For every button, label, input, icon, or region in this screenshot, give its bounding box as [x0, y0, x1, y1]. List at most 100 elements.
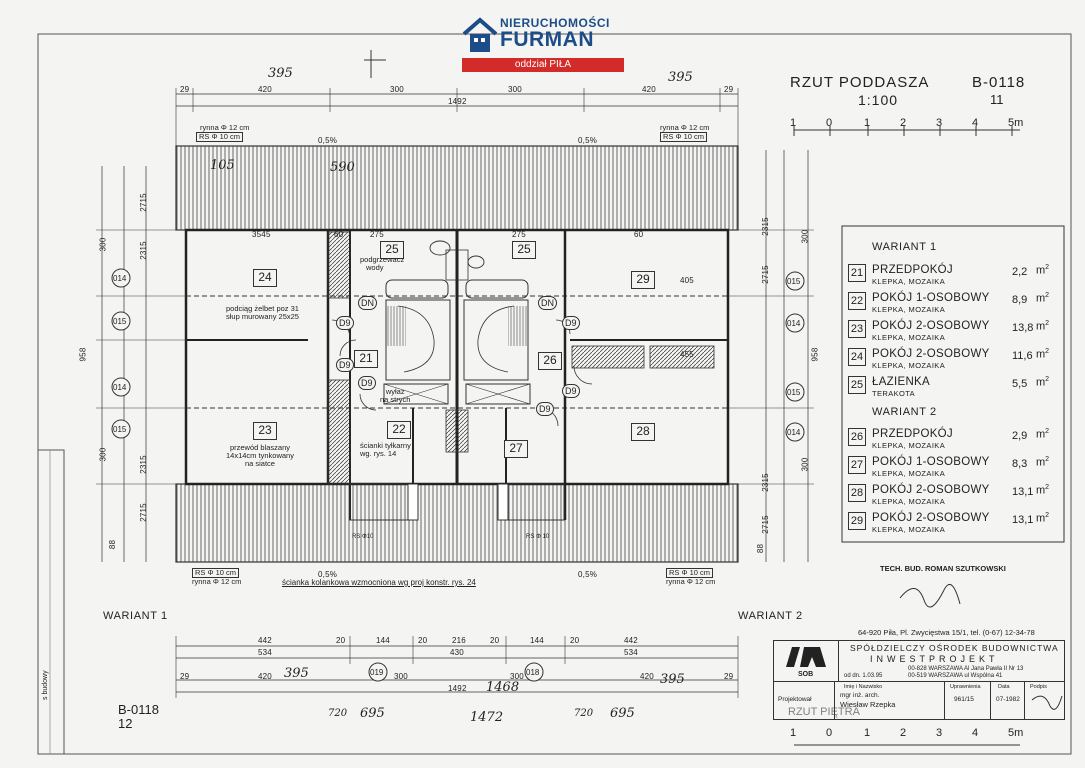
legend-row: 22 POKÓJ 1-OSOBOWY KLEPKA, MOZAIKA 8,9 m… — [848, 292, 1058, 320]
axis-label: 015 — [787, 388, 801, 397]
dim-label: 958 — [810, 347, 820, 362]
dim-label: 20 — [418, 636, 428, 645]
room-number: 28 — [848, 484, 866, 502]
room-label: 27 — [504, 440, 528, 458]
brand-logo: NIERUCHOMOŚCI FURMAN oddział PIŁA — [462, 14, 626, 72]
scale-label: 1 — [864, 727, 871, 739]
scale-label: 1 — [790, 117, 797, 129]
dim-label: 405 — [680, 276, 694, 285]
author-license: 961/15 — [954, 696, 974, 703]
room-name: POKÓJ 2-OSOBOWY — [872, 348, 990, 360]
header-signature: Podpis — [1030, 684, 1047, 690]
room-area: 13,8 — [1012, 322, 1034, 334]
dim-label: 29 — [180, 85, 190, 94]
bottom-overlap-title: RZUT PIĘTRA — [788, 706, 860, 718]
bottom-code: B-0118 — [118, 702, 159, 717]
scale-label: 4 — [972, 117, 979, 129]
scale-label: 0 — [826, 727, 833, 739]
room-number: 22 — [848, 292, 866, 310]
room-name: ŁAZIENKA — [872, 376, 931, 388]
dim-label: 275 — [370, 230, 384, 239]
room-finish: KLEPKA, MOZAIKA — [872, 497, 946, 506]
room-area: 8,3 — [1012, 458, 1028, 470]
legend-variant2-title: WARIANT 2 — [872, 406, 937, 418]
dim-label: 1492 — [448, 97, 467, 106]
dim-label: 300 — [390, 85, 404, 94]
dim-label: 20 — [490, 636, 500, 645]
room-area: 5,5 — [1012, 378, 1028, 390]
area-unit: m2 — [1036, 484, 1050, 497]
axis-label: 014 — [787, 319, 801, 328]
legend-variant1-title: WARIANT 1 — [872, 241, 937, 253]
scale-label: 5m — [1008, 117, 1024, 129]
slope-label: 0,5% — [318, 136, 338, 145]
room-name: POKÓJ 2-OSOBOWY — [872, 484, 990, 496]
dim-label: 2315 — [138, 455, 148, 474]
area-unit: m2 — [1036, 456, 1050, 469]
area-unit: m2 — [1036, 264, 1050, 277]
dim-label: 2315 — [138, 241, 148, 260]
room-label: 24 — [253, 269, 277, 287]
axis-label: 014 — [787, 428, 801, 437]
logo-top-text: NIERUCHOMOŚCI — [500, 16, 610, 30]
room-label: 21 — [354, 350, 378, 368]
company-address: 00-519 WARSZAWA ul Wspólna 41 — [908, 673, 1003, 679]
dim-label: 144 — [376, 636, 390, 645]
room-label: 25 — [380, 241, 404, 259]
axis-label: 015 — [787, 277, 801, 286]
room-area: 11,6 — [1012, 350, 1033, 362]
legend-row: 25 ŁAZIENKA TERAKOTA 5,5 m2 — [848, 376, 1058, 404]
room-finish: KLEPKA, MOZAIKA — [872, 441, 946, 450]
area-unit: m2 — [1036, 292, 1050, 305]
header-name: Imię i Nazwisko — [844, 684, 883, 690]
room-finish: KLEPKA, MOZAIKA — [872, 305, 946, 314]
plan-variant-left: WARIANT 1 — [103, 610, 168, 622]
room-finish: KLEPKA, MOZAIKA — [872, 277, 946, 286]
dim-label: 442 — [258, 636, 272, 645]
dim-label: 29 — [724, 672, 734, 681]
room-number: 21 — [848, 264, 866, 282]
room-finish: KLEPKA, MOZAIKA — [872, 361, 946, 370]
dim-label: 20 — [336, 636, 346, 645]
dim-label: 442 — [624, 636, 638, 645]
area-unit: m2 — [1036, 512, 1050, 525]
author-title: mgr inż. arch. — [840, 692, 880, 699]
dim-label: 534 — [624, 648, 638, 657]
rs-label: RS Φ10 — [352, 534, 374, 540]
plan-scale: 1:100 — [858, 92, 899, 108]
hand-note: 720 — [574, 708, 594, 719]
door-marker: D9 — [336, 358, 354, 372]
room-number: 24 — [848, 348, 866, 366]
plan-sheet-number: 11 — [990, 92, 1004, 107]
axis-label: 018 — [526, 668, 540, 677]
address-stamp: 64-920 Piła, Pl. Zwycięstwa 15/1, tel. (… — [858, 628, 1035, 637]
dim-label: 534 — [258, 648, 272, 657]
dim-label: 60 — [334, 230, 344, 239]
dim-label: 2715 — [138, 503, 148, 522]
plan-code: B-0118 — [972, 74, 1026, 91]
room-name: PRZEDPOKÓJ — [872, 428, 953, 440]
dim-label: 2715 — [138, 193, 148, 212]
legend-row: 29 POKÓJ 2-OSOBOWY KLEPKA, MOZAIKA 13,1 … — [848, 512, 1058, 540]
dim-label: 29 — [180, 672, 190, 681]
room-number: 27 — [848, 456, 866, 474]
dim-label: 420 — [258, 672, 272, 681]
scale-label: 2 — [900, 117, 907, 129]
plan-variant-right: WARIANT 2 — [738, 610, 803, 622]
dim-label: 300 — [800, 457, 810, 472]
scale-label: 1 — [790, 727, 797, 739]
room-number: 25 — [848, 376, 866, 394]
axis-label: 015 — [113, 425, 127, 434]
dim-label: 300 — [508, 85, 522, 94]
title-block: SOB SPÓŁDZIELCZY OŚRODEK BUDOWNICTWA INW… — [773, 640, 1065, 720]
hand-note: 695 — [610, 706, 635, 721]
dim-label: 455 — [680, 350, 694, 359]
legend-row: 23 POKÓJ 2-OSOBOWY KLEPKA, MOZAIKA 13,8 … — [848, 320, 1058, 348]
room-area: 8,9 — [1012, 294, 1028, 306]
dim-label: 300 — [800, 229, 810, 244]
room-finish: KLEPKA, MOZAIKA — [872, 469, 946, 478]
